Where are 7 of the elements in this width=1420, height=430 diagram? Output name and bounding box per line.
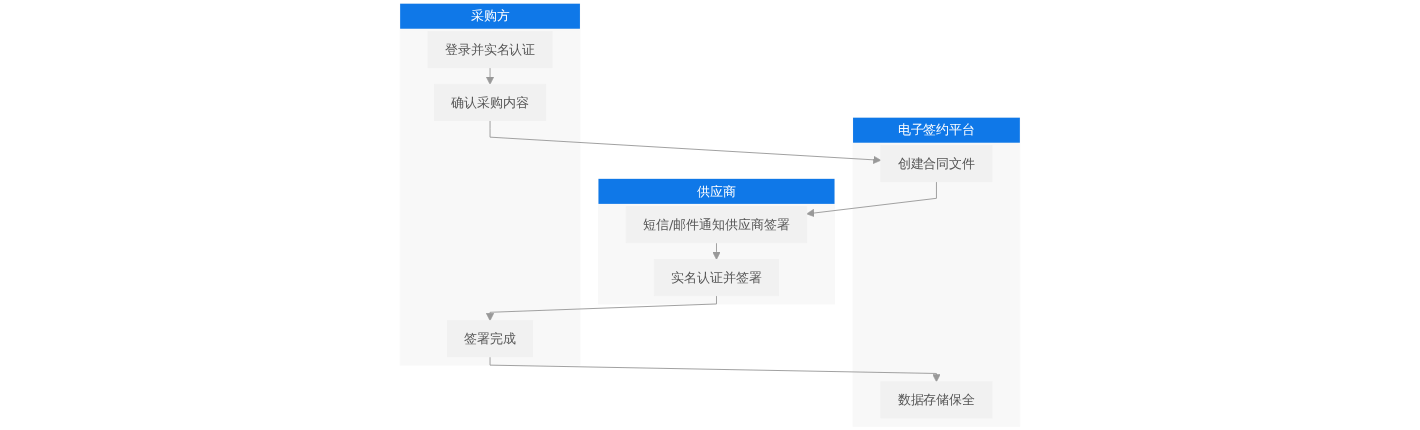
- node-box: 登录并实名认证: [427, 31, 553, 69]
- node-box: 确认采购内容: [433, 83, 547, 121]
- node-box: 签署完成: [446, 320, 534, 358]
- node-box: 创建合同文件: [880, 145, 993, 183]
- node-box: 短信/邮件通知供应商签署: [625, 206, 808, 244]
- node-box: 数据存储保全: [880, 381, 993, 419]
- node-box: 实名认证并签署: [653, 259, 780, 297]
